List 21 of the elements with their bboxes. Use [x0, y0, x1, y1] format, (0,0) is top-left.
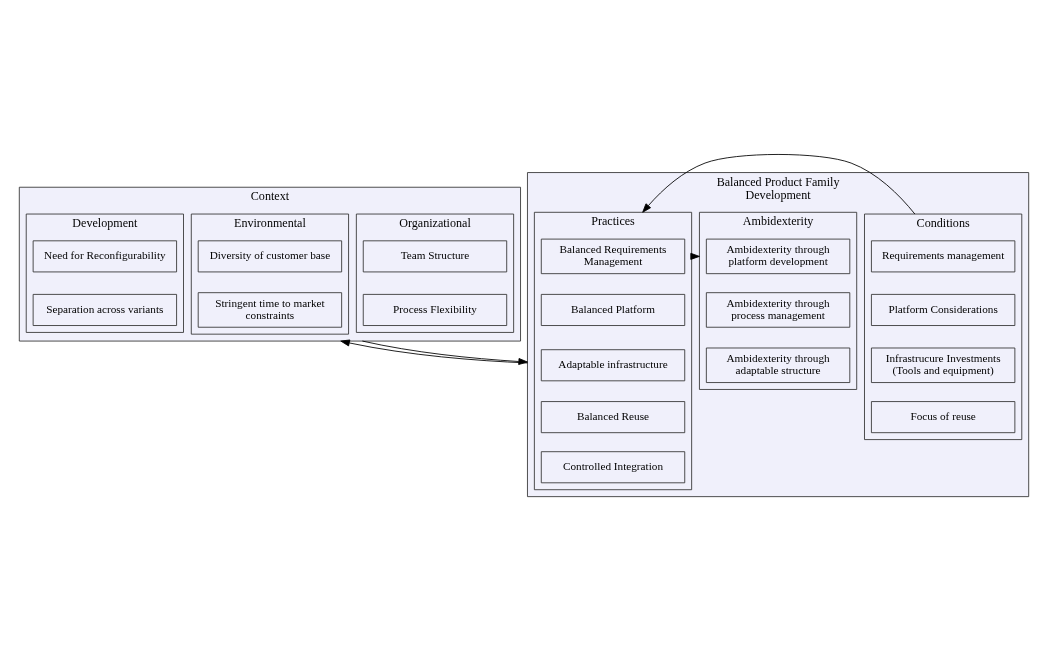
- node-box: Stringent time to market constraints: [197, 292, 343, 328]
- arrow: [642, 154, 916, 215]
- node-box: Ambidexterity through process management: [705, 292, 851, 328]
- node-box: Adaptable infrastructure: [540, 349, 686, 382]
- arrow: [340, 339, 528, 364]
- node-box: Infrastrucure Investments (Tools and equipment): [871, 347, 1016, 383]
- node-box: Controlled Integration: [540, 451, 686, 484]
- node-box: Need for Reconfigurability: [32, 240, 177, 273]
- node-box: Team Structure: [362, 240, 508, 273]
- node-box: Diversity of customer base: [197, 240, 343, 273]
- node-box: Process Flexibility: [362, 294, 508, 326]
- node-box: Focus of reuse: [871, 401, 1016, 434]
- node-box: Ambidexterity through platform development: [705, 238, 851, 275]
- arrow: [361, 340, 528, 365]
- node-box: Separation across variants: [32, 294, 177, 326]
- node-box: Balanced Requirements Management: [540, 238, 686, 275]
- node-box: Requirements management: [871, 240, 1016, 273]
- node-box: Ambidexterity through adaptable structure: [705, 347, 851, 383]
- node-box: Balanced Reuse: [540, 401, 686, 434]
- node-box: Balanced Platform: [540, 294, 686, 326]
- node-box: Platform Considerations: [871, 294, 1016, 326]
